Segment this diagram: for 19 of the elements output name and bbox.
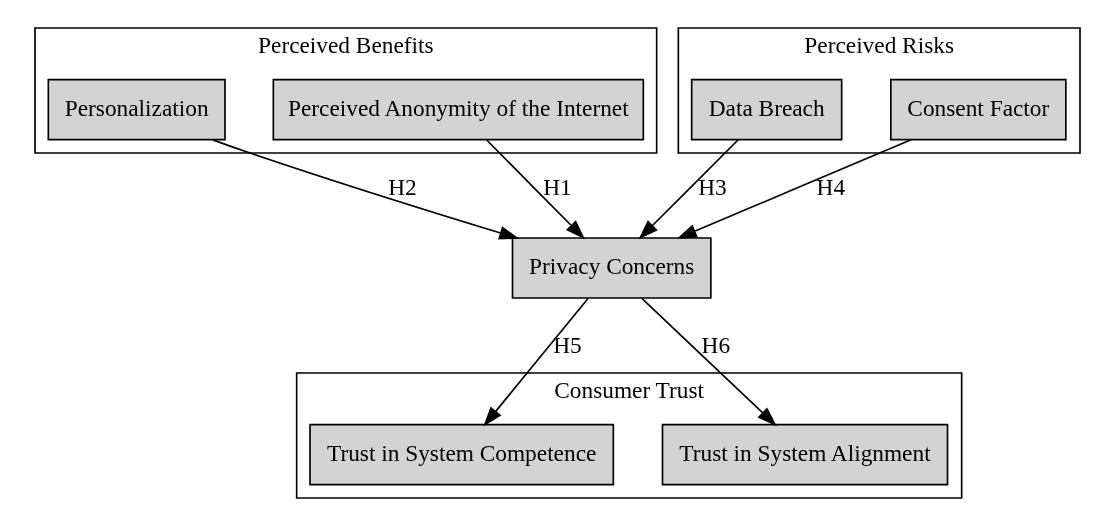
arrow	[638, 138, 739, 240]
arrow	[211, 139, 519, 240]
node-box: Personalization	[47, 78, 226, 141]
node-box: Data Breach	[690, 78, 842, 141]
node-box: Trust in System Alignment	[661, 423, 948, 486]
edge-label: H4	[816, 174, 845, 200]
edge-label: H5	[552, 332, 582, 359]
edge-label: H3	[697, 174, 727, 200]
edge-label: H1	[542, 174, 572, 200]
edge-label: H6	[701, 332, 730, 359]
arrow	[485, 138, 585, 240]
arrow	[640, 297, 777, 427]
node-box: Privacy Concerns	[511, 237, 712, 299]
node-box: Consent Factor	[889, 78, 1067, 141]
arrow	[482, 297, 589, 427]
node-box: Trust in System Competence	[308, 423, 614, 486]
edge-label: H2	[387, 174, 417, 200]
node-box: Perceived Anonymity of the Internet	[272, 78, 644, 141]
arrow	[676, 138, 912, 239]
